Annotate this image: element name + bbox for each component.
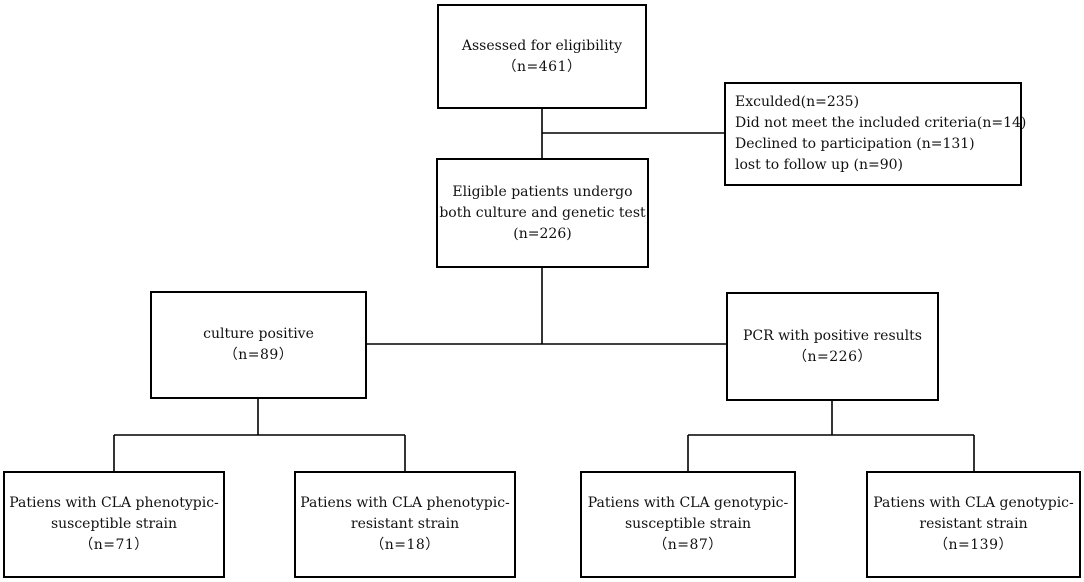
- eligible-line-2: both culture and genetic test: [439, 204, 646, 221]
- eligible-line-1: Eligible patients undergo: [452, 183, 633, 200]
- geno-resistant-line-1: Patiens with CLA genotypic-: [873, 495, 1074, 511]
- excluded-criteria: Did not meet the included criteria(n=14): [735, 115, 1027, 131]
- geno-resistant-box: Patiens with CLA genotypic- resistant st…: [866, 471, 1081, 578]
- eligible-count: (n=226): [513, 225, 572, 242]
- pcr-positive-count: （n=226）: [793, 348, 872, 365]
- pheno-susceptible-count: （n=71）: [79, 537, 149, 553]
- excluded-declined: Declined to participation (n=131): [735, 136, 975, 152]
- geno-susceptible-line-2: susceptible strain: [624, 516, 752, 532]
- geno-resistant-line-2: resistant strain: [919, 516, 1028, 532]
- pheno-resistant-line-2: resistant strain: [350, 516, 460, 532]
- culture-positive-count: （n=89）: [223, 347, 294, 363]
- pheno-susceptible-line-1: Patiens with CLA phenotypic-: [9, 495, 219, 511]
- excluded-total: Exculded(n=235): [735, 94, 860, 110]
- pcr-positive-label: PCR with positive results: [743, 327, 922, 344]
- assessed-count: （n=461）: [502, 58, 582, 75]
- assessed-label: Assessed for eligibility: [461, 37, 623, 54]
- geno-susceptible-count: （n=87）: [653, 537, 723, 553]
- pheno-resistant-count: （n=18）: [370, 537, 440, 553]
- pheno-resistant-line-1: Patiens with CLA phenotypic-: [300, 495, 510, 511]
- culture-positive-label: culture positive: [203, 326, 314, 342]
- excluded-box: Exculded(n=235) Did not meet the include…: [724, 82, 1026, 186]
- pheno-susceptible-line-2: susceptible strain: [50, 516, 178, 532]
- pcr-positive-box: PCR with positive results （n=226）: [726, 292, 939, 401]
- excluded-lost: lost to follow up (n=90): [735, 157, 904, 173]
- eligible-box: Eligible patients undergo both culture a…: [436, 158, 649, 268]
- geno-resistant-count: （n=139）: [934, 537, 1013, 553]
- culture-positive-box: culture positive （n=89）: [150, 291, 367, 399]
- geno-susceptible-line-1: Patiens with CLA genotypic-: [587, 495, 789, 511]
- geno-susceptible-box: Patiens with CLA genotypic- susceptible …: [580, 471, 796, 578]
- assessed-box: Assessed for eligibility （n=461）: [437, 4, 647, 109]
- pheno-resistant-box: Patiens with CLA phenotypic- resistant s…: [294, 471, 516, 578]
- pheno-susceptible-box: Patiens with CLA phenotypic- susceptible…: [3, 471, 225, 578]
